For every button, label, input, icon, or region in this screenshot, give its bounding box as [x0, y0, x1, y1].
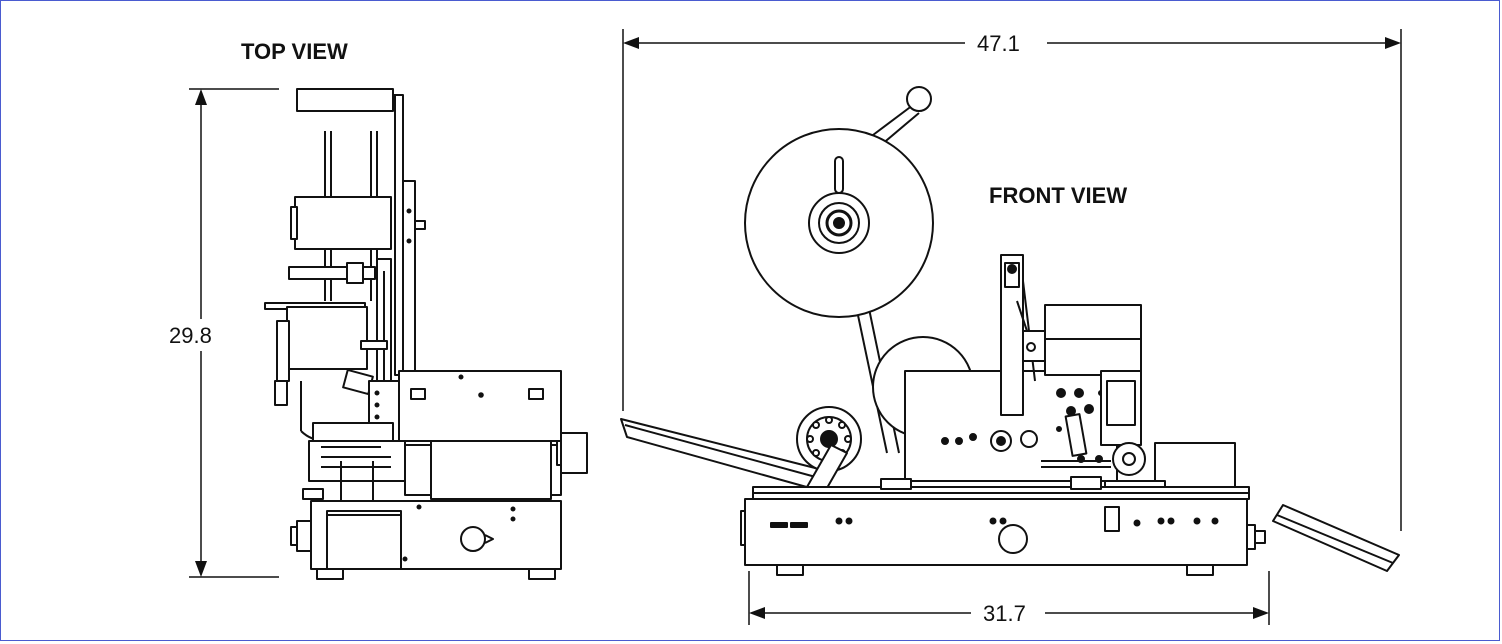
dimension-overall-width: 47.1: [622, 29, 1402, 531]
top-view-label: TOP VIEW: [241, 39, 348, 64]
dimension-base-width-label: 31.7: [983, 601, 1026, 626]
dimension-height-label: 29.8: [169, 323, 212, 348]
dimension-overall-width-label: 47.1: [977, 31, 1020, 56]
arrow-right-icon: [1385, 37, 1401, 49]
dimension-base-width: 31.7: [748, 571, 1270, 626]
arrow-up-icon: [195, 89, 207, 105]
arrow-right-icon: [1253, 607, 1269, 619]
arrow-down-icon: [195, 561, 207, 577]
arrow-left-icon: [623, 37, 639, 49]
arrow-left-icon: [749, 607, 765, 619]
front-view: FRONT VIEW 47.1 31.7: [620, 29, 1402, 626]
dimension-height: 29.8: [169, 88, 279, 578]
top-view: TOP VIEW 29.8: [169, 39, 588, 580]
front-view-label: FRONT VIEW: [989, 183, 1127, 208]
